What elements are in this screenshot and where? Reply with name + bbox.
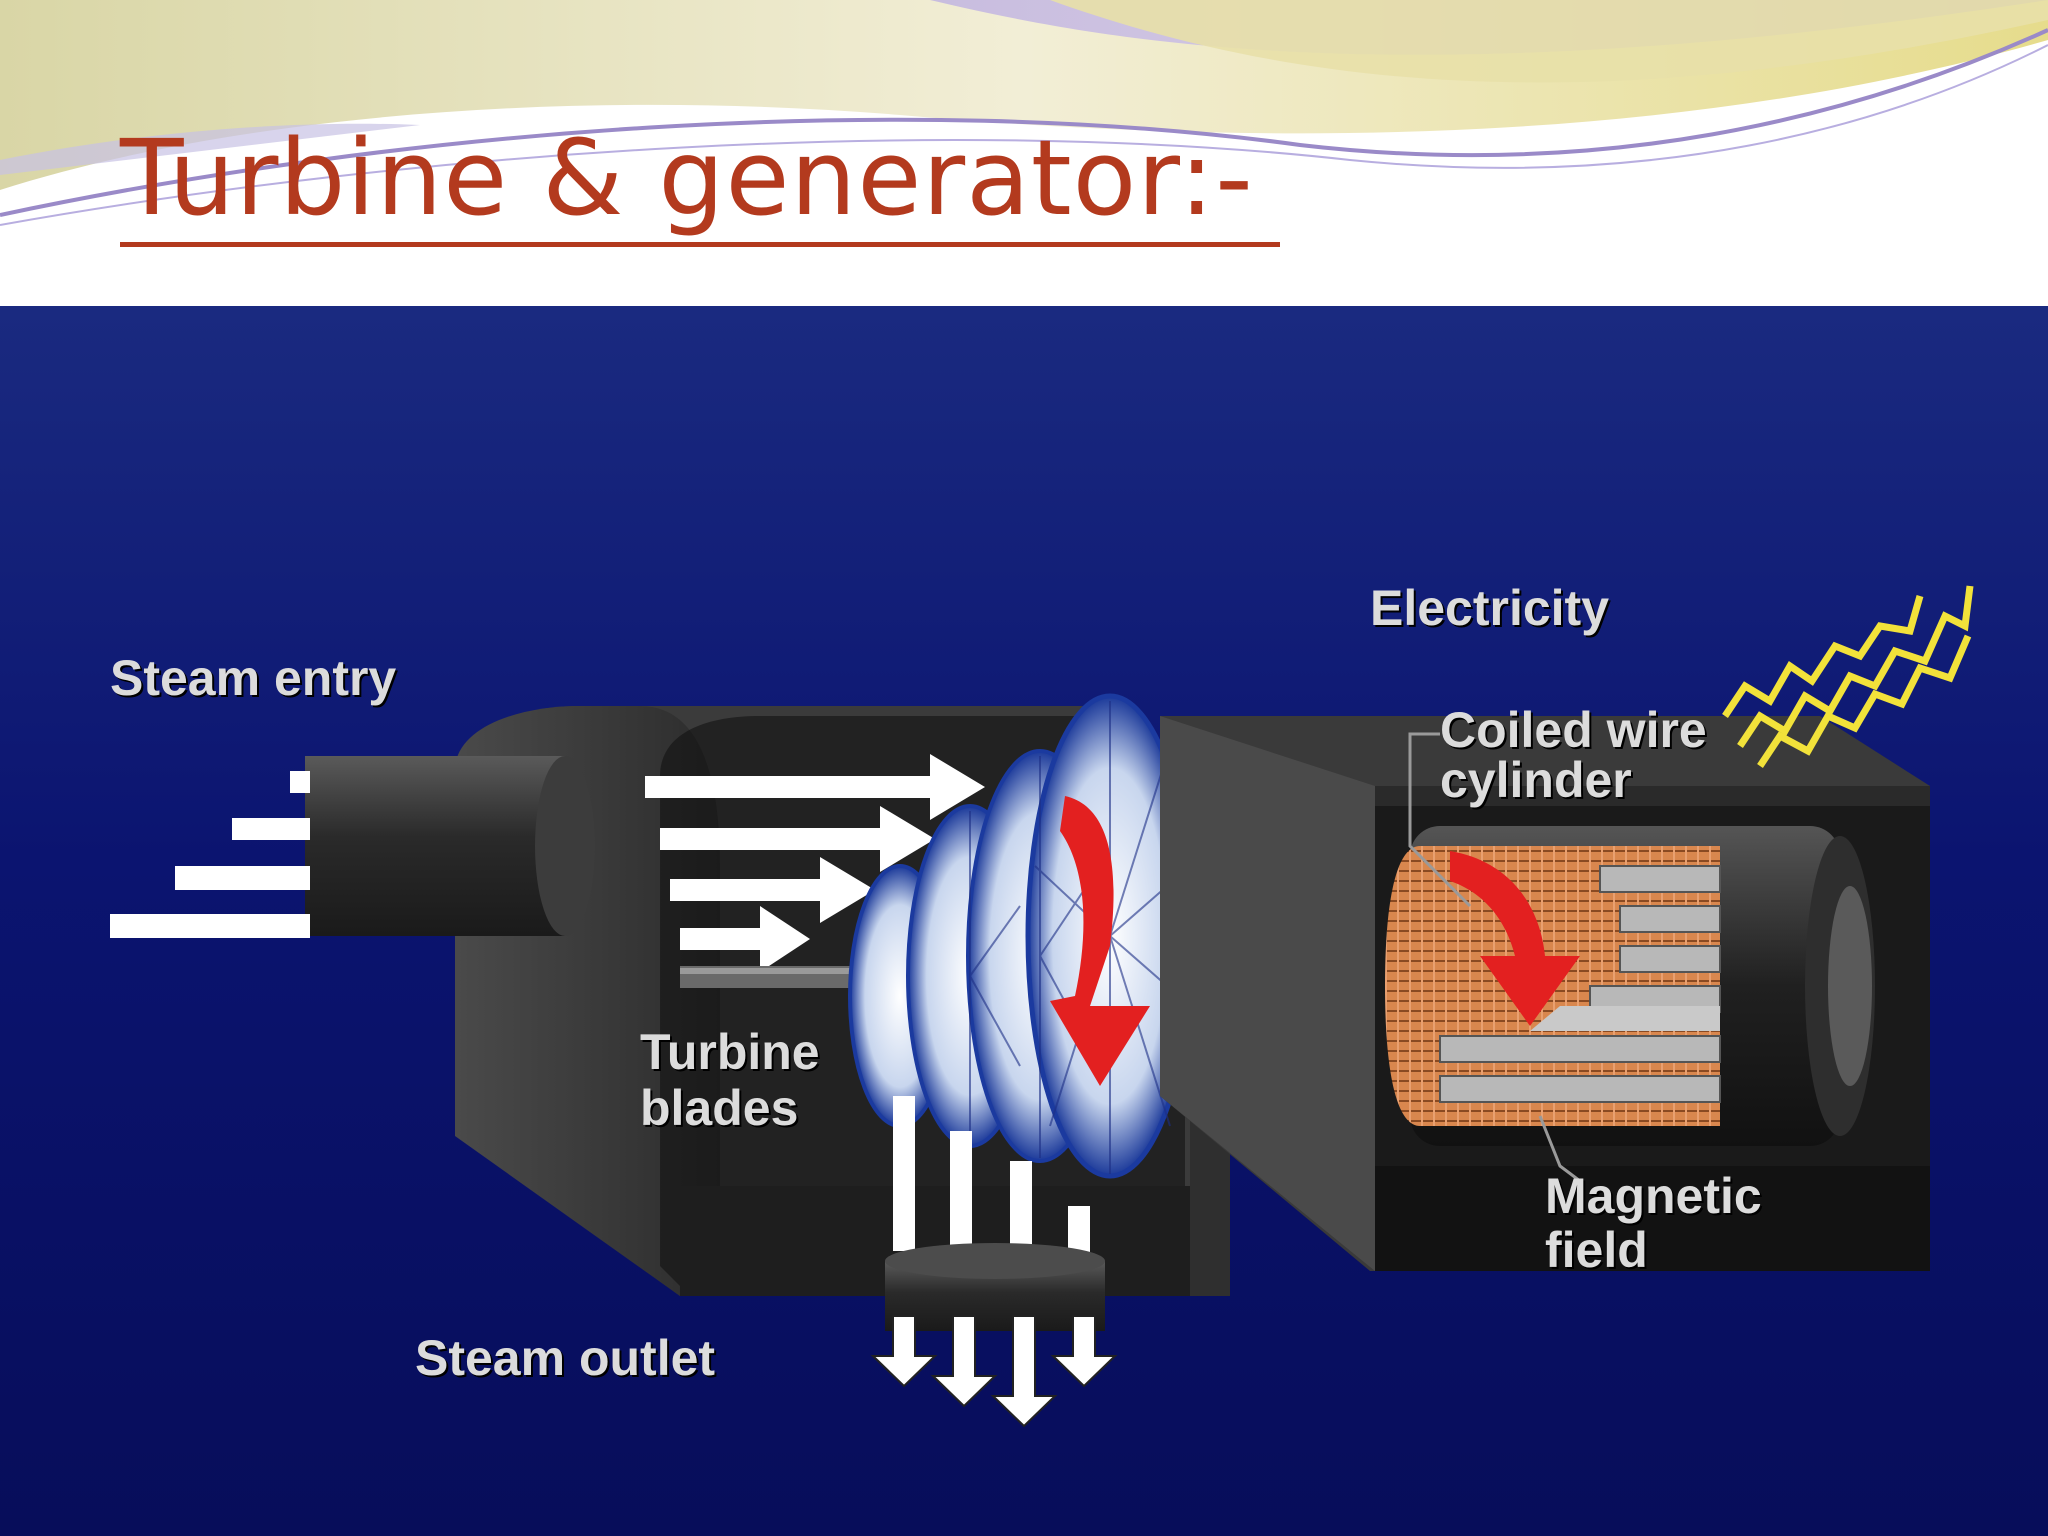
rotation-arrow-icon	[1450, 851, 1580, 1026]
label-turbine-blades-line2: blades	[640, 1080, 799, 1136]
lightning-icon	[1722, 585, 1974, 768]
steam-entry-pipe	[305, 756, 595, 936]
label-magnetic-field-line2: field	[1545, 1222, 1648, 1278]
steam-arrow-icon	[645, 754, 985, 972]
label-turbine-blades-line1: Turbine	[640, 1024, 820, 1080]
label-electricity: Electricity	[1370, 580, 1610, 636]
label-coiled-wire-line2: cylinder	[1440, 752, 1632, 808]
steam-arrow-icon	[870, 1315, 1118, 1428]
rotation-arrow-icon	[1050, 796, 1150, 1086]
title-underline	[120, 242, 1280, 247]
header-wave-decoration	[0, 0, 2048, 226]
leader-lines	[1408, 732, 1581, 1183]
steam-arrow-icon	[110, 771, 310, 938]
label-steam-outlet: Steam outlet	[415, 1330, 716, 1386]
label-coiled-wire-line1: Coiled wire	[1440, 702, 1707, 758]
turbine-generator-diagram	[110, 585, 1974, 1428]
steam-outlet-pipe	[885, 1243, 1105, 1331]
label-magnetic-field-line1: Magnetic	[1545, 1168, 1762, 1224]
steam-arrow-icon	[893, 1096, 1090, 1256]
label-steam-entry: Steam entry	[110, 650, 397, 706]
slide-title: Turbine & generator:-	[120, 117, 1254, 239]
